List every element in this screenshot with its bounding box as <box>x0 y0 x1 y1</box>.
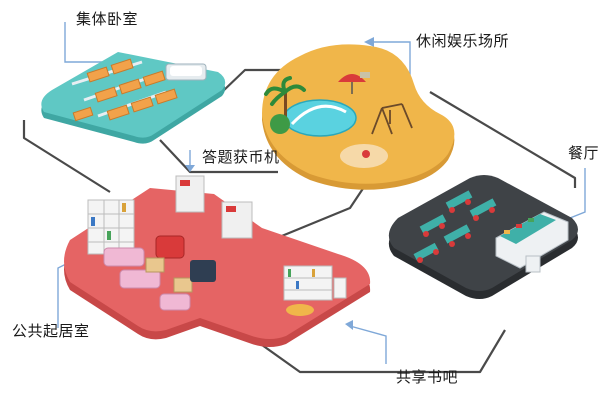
label-quiz-machine: 答题获币机 <box>202 148 280 166</box>
dormitory-area <box>41 52 226 144</box>
quiz-machine-icon <box>175 175 253 239</box>
bed-icons <box>72 58 178 122</box>
label-dormitory: 集体卧室 <box>76 10 139 28</box>
restaurant-area <box>388 175 578 299</box>
label-restaurant: 餐厅 <box>568 144 600 162</box>
bathtub-icon <box>165 63 207 81</box>
leisure-area <box>262 44 455 190</box>
armchair-icon <box>155 235 185 259</box>
swing-icon <box>371 103 413 135</box>
dining-chair-icons <box>417 199 495 263</box>
label-library: 共享书吧 <box>396 368 459 386</box>
dining-table-icons <box>413 190 497 262</box>
sofa-icons <box>103 247 191 311</box>
library-shelves <box>283 265 347 316</box>
food-counter-icon <box>495 211 569 273</box>
box-icons <box>145 257 193 293</box>
dark-chair-icon <box>190 260 216 282</box>
umbrella-icon <box>338 72 370 94</box>
label-leisure: 休闲娱乐场所 <box>416 32 510 50</box>
palm-tree-icon <box>264 76 306 134</box>
bookshelf-icon <box>87 199 135 255</box>
living-room-area <box>64 175 371 347</box>
label-living-room: 公共起居室 <box>12 322 90 340</box>
